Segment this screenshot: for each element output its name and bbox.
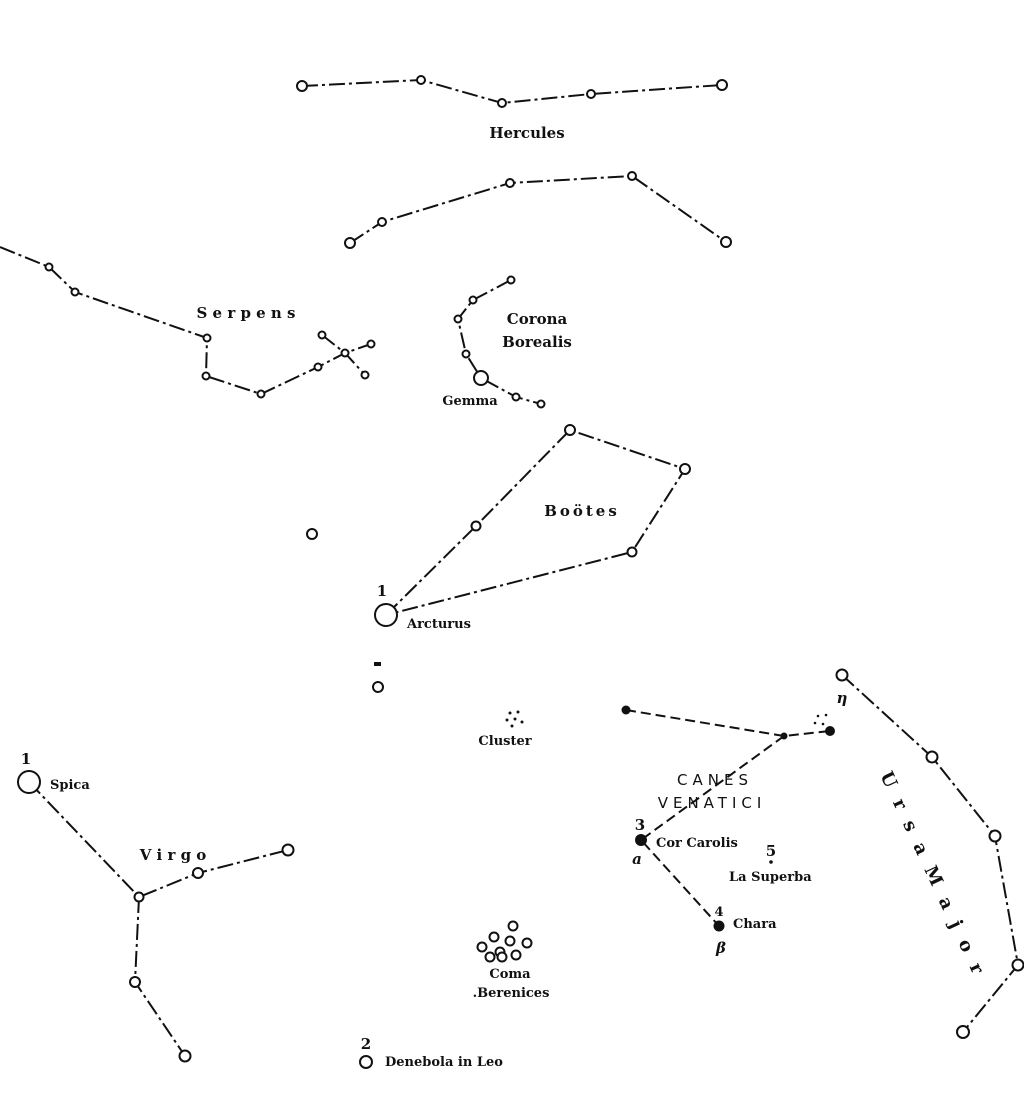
chara-magnitude: 4 [714, 905, 723, 920]
spica-star [17, 770, 41, 794]
ursa-major-constellation: U r s a M a j o r [835, 668, 1024, 1039]
arcturus-label: Arcturus [406, 617, 471, 632]
hercules-constellation: Hercules [296, 75, 732, 249]
canes-label-1: CANES [677, 771, 753, 789]
chara-label: Chara [733, 917, 777, 932]
ursa-major-label: U r s a M a j o r [875, 768, 989, 981]
virgo-constellation: 1 Spica V i r g o [17, 750, 295, 1063]
spica-label: Spica [50, 778, 90, 793]
canes-label-2: VENATICI [658, 794, 767, 812]
corona-label-1: Corona [507, 310, 568, 328]
la-superba-magnitude: 5 [766, 842, 776, 860]
eta-label: η [837, 689, 848, 707]
cor-carolis-star [635, 834, 647, 846]
bootes-label: Boötes [544, 502, 620, 520]
coma-label-1: Coma [489, 967, 531, 982]
coma-label-2: .Berenices [473, 986, 550, 1001]
cor-carolis-magnitude: 3 [635, 816, 645, 834]
corona-borealis-constellation: Corona Borealis Gemma [442, 275, 572, 409]
la-superba-star [769, 860, 773, 864]
bootes-constellation: Boötes 1 Arcturus [306, 424, 691, 632]
spica-magnitude: 1 [21, 750, 31, 768]
cluster: Cluster [478, 710, 532, 749]
denebola-label: Denebola in Leo [385, 1055, 503, 1070]
denebola: 2 Denebola in Leo [359, 1035, 503, 1070]
canes-venatici-constellation: CANES VENATICI 3 a Cor Carolis 5 La Supe… [621, 689, 848, 957]
serpens-constellation: S e r p e n s [0, 246, 376, 399]
chara-greek: β [715, 939, 726, 957]
cluster-label: Cluster [478, 734, 531, 749]
cor-carolis-greek: a [632, 850, 642, 868]
gemma-label: Gemma [442, 394, 498, 409]
arcturus-magnitude: 1 [377, 582, 387, 600]
hercules-label: Hercules [489, 124, 564, 142]
serpens-label: S e r p e n s [197, 304, 296, 322]
arcturus-star [374, 603, 398, 627]
gemma-star [473, 370, 489, 386]
virgo-label: V i r g o [139, 846, 207, 864]
corona-label-2: Borealis [502, 333, 572, 351]
chara-star [713, 920, 725, 932]
la-superba-label: La Superba [729, 870, 812, 885]
coma-berenices: Coma .Berenices [473, 920, 550, 1001]
denebola-magnitude: 2 [361, 1035, 371, 1053]
cor-carolis-label: Cor Carolis [656, 836, 738, 851]
